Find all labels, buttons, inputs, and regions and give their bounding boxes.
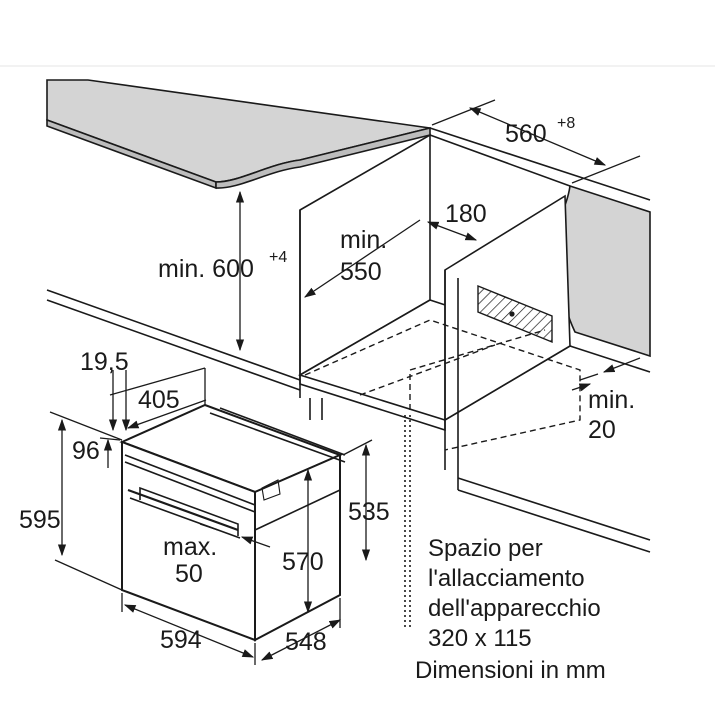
- oven: [119, 403, 346, 642]
- label-top-depth: 405: [138, 386, 180, 414]
- label-niche-depth-line1: min.: [340, 226, 387, 254]
- dimension-labels: 560 +8 min. 600 +4 min. 550 180 min. 20 …: [19, 115, 635, 656]
- label-niche-height: min. 600: [158, 255, 254, 283]
- notes: Spazio per l'allacciamento dell'apparecc…: [415, 535, 606, 684]
- label-rear-gap-line2: 20: [588, 416, 616, 444]
- label-rear-gap-line1: min.: [588, 386, 635, 414]
- dimension-lines: [49, 99, 641, 665]
- label-niche-width-tolerance: +8: [557, 115, 575, 132]
- label-handle-line1: max.: [163, 533, 217, 561]
- note-connection-line3: dell'apparecchio: [428, 595, 601, 622]
- label-niche-depth-line2: 550: [340, 258, 382, 286]
- countertop: [46, 79, 431, 190]
- label-inner-height: 570: [282, 548, 324, 576]
- note-connection-line4: 320 x 115: [428, 625, 532, 652]
- label-oven-height: 595: [19, 506, 61, 534]
- note-connection-line1: Spazio per: [428, 535, 543, 562]
- label-niche-width: 560: [505, 120, 547, 148]
- cabinet-niche: [46, 127, 651, 630]
- label-niche-height-tolerance: +4: [269, 249, 287, 266]
- label-inner-height-front: 535: [348, 498, 390, 526]
- label-handle-line2: 50: [175, 560, 203, 588]
- label-vent-gap: 180: [445, 200, 487, 228]
- label-oven-depth: 548: [285, 628, 327, 656]
- label-oven-width: 594: [160, 626, 202, 654]
- label-front-panel-thickness: 19,5: [80, 348, 129, 376]
- note-units: Dimensioni in mm: [415, 657, 606, 684]
- note-connection-line2: l'allacciamento: [428, 565, 585, 592]
- label-top-offset: 96: [72, 437, 100, 465]
